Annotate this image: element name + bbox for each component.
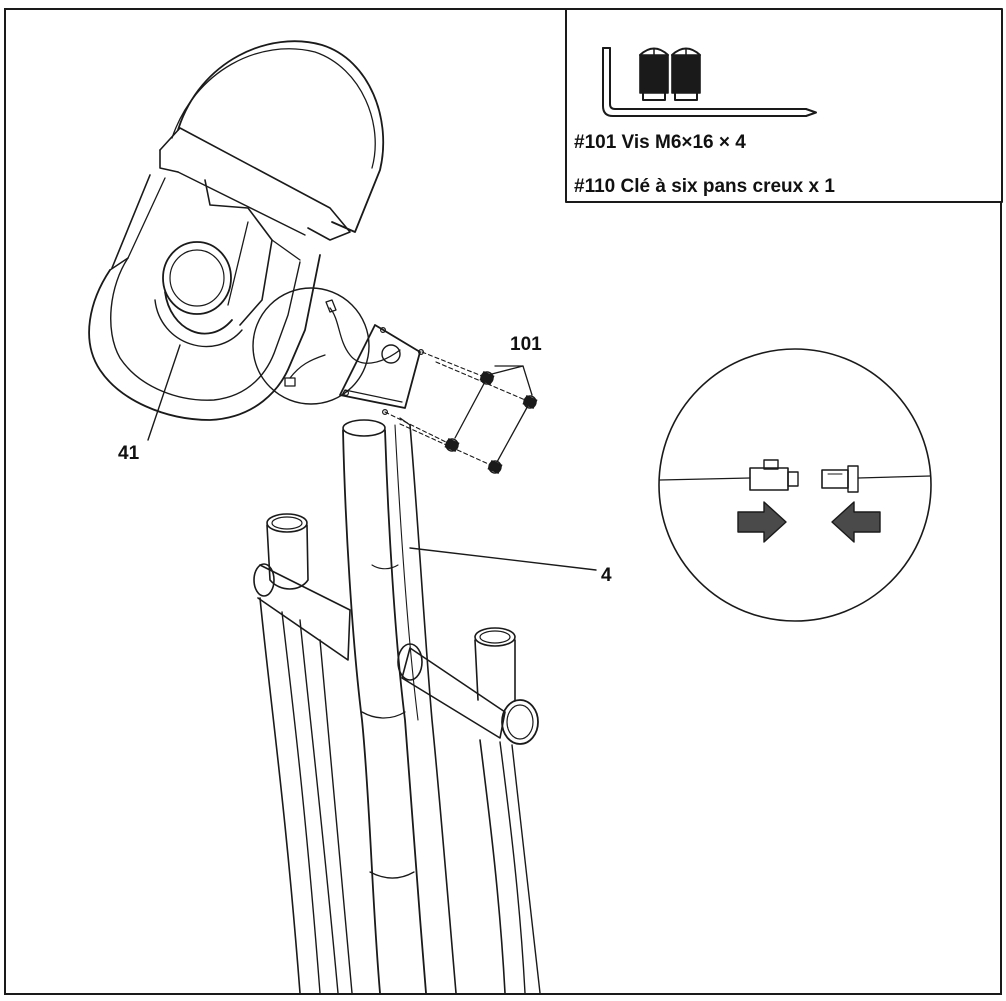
connector-detail-circle — [658, 348, 932, 622]
right-pivot — [397, 627, 541, 994]
arrow-right-icon — [737, 501, 787, 543]
main-post — [342, 417, 597, 994]
allen-key-icon — [602, 47, 817, 117]
callout-console: 41 — [118, 443, 140, 464]
callout-post: 4 — [601, 565, 612, 586]
parts-box — [565, 8, 1003, 203]
mount-bracket — [339, 324, 531, 468]
console-assembly — [88, 40, 385, 441]
parts-line-screws: #101 Vis M6×16 × 4 — [574, 132, 746, 153]
parts-line-allen-key: #110 Clé à six pans creux x 1 — [574, 176, 835, 197]
left-pivot — [253, 513, 353, 994]
connector-plug-icon — [749, 459, 859, 493]
callout-screws: 101 — [510, 334, 542, 355]
arrow-left-icon — [831, 501, 881, 543]
screws-101 — [444, 365, 538, 475]
screw-icon — [639, 47, 701, 101]
wire-detail-circle — [252, 287, 401, 405]
